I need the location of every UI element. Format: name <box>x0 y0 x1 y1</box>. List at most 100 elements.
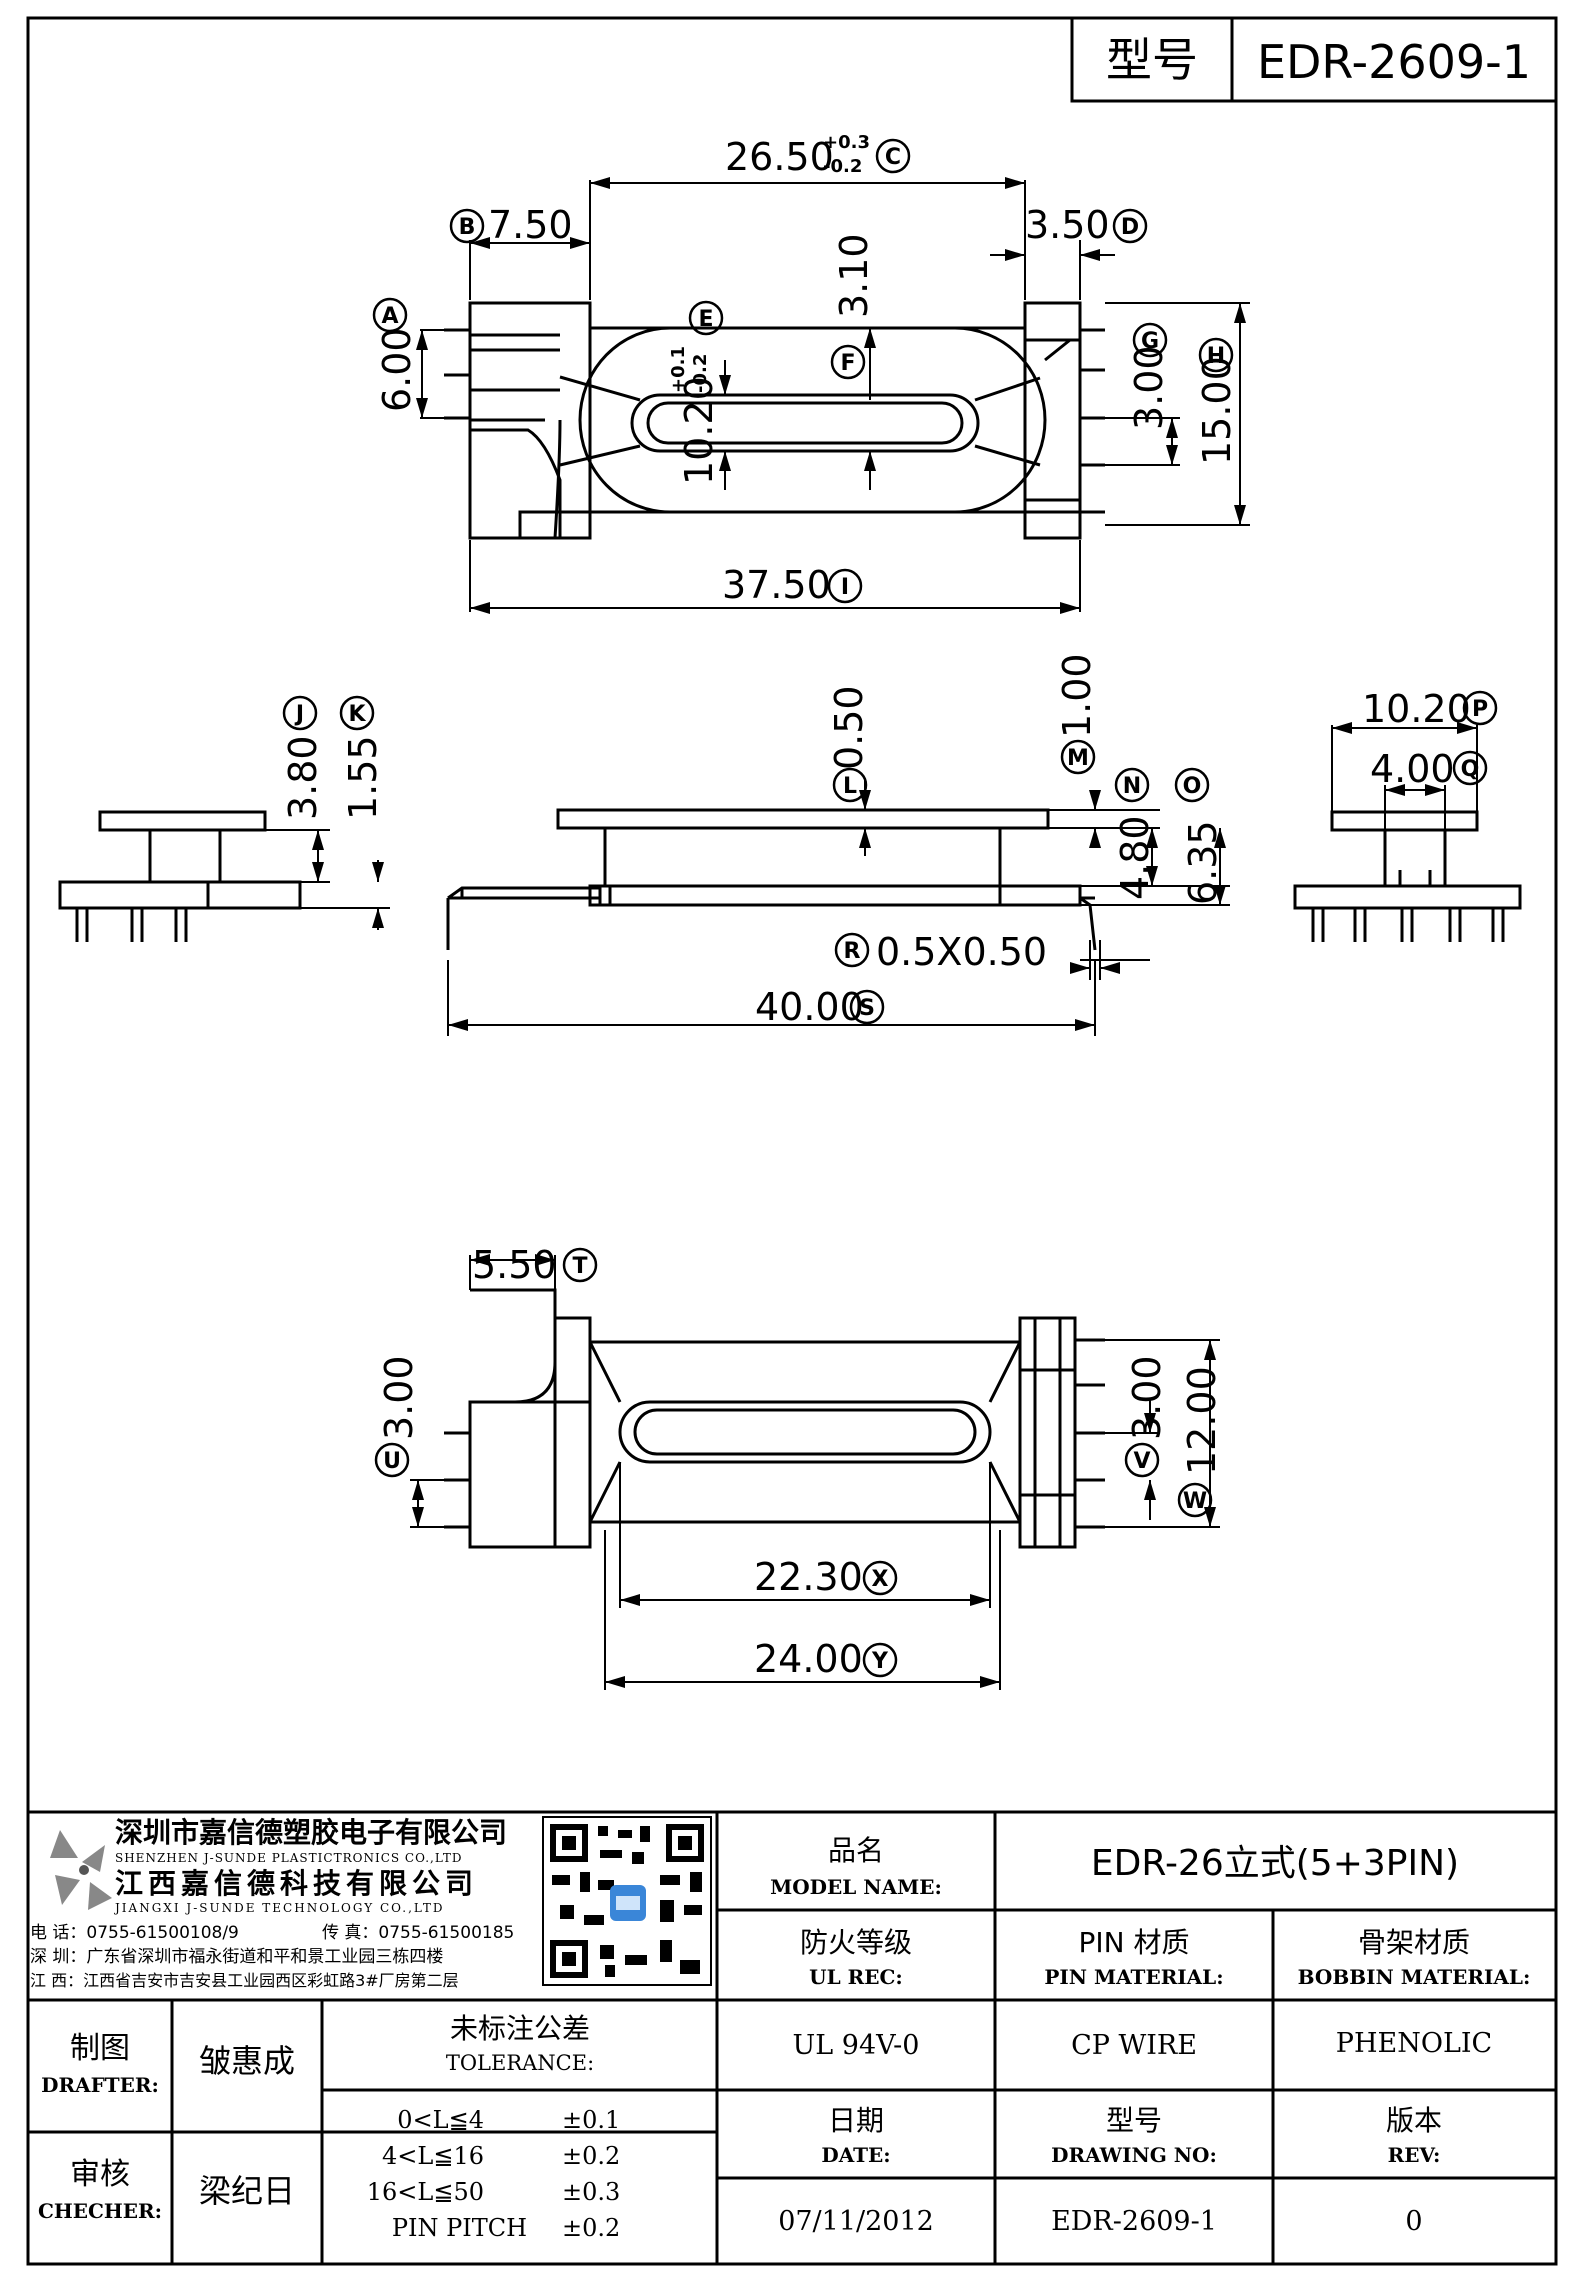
svg-text:X: X <box>872 1567 889 1592</box>
svg-text:江西嘉信德科技有限公司: 江西嘉信德科技有限公司 <box>115 1867 478 1900</box>
svg-text:S: S <box>859 996 875 1021</box>
svg-text:制图: 制图 <box>70 2031 130 2066</box>
bottom-view-labels: 5.50 T 3.00 U 3.00 V 12.00 W 22.30 X 24.… <box>374 1243 1224 1681</box>
tolerance-table: 0<L≦4 ±0.1 4<L≦16 ±0.2 16<L≦50 ±0.3 PIN … <box>367 2106 621 2242</box>
svg-text:Q: Q <box>1461 757 1480 782</box>
svg-text:Y: Y <box>871 1649 889 1674</box>
top-view-labels: 26.50 +0.3 -0.2 C B 7.50 3.50 D 3.10 A 6… <box>372 132 1239 607</box>
qr-code <box>542 1816 712 1986</box>
svg-text:10.20: 10.20 <box>677 376 721 485</box>
svg-text:26.50: 26.50 <box>725 135 834 179</box>
svg-text:I: I <box>841 575 849 600</box>
svg-text:PIN PITCH: PIN PITCH <box>392 2214 527 2242</box>
svg-text:6.00: 6.00 <box>375 327 419 412</box>
svg-text:1.00: 1.00 <box>1055 653 1099 738</box>
svg-text:江 西：江西省吉安市吉安县工业园西区彩虹路3#厂房第二层: 江 西：江西省吉安市吉安县工业园西区彩虹路3#厂房第二层 <box>30 1971 459 1990</box>
svg-text:EDR-26立式(5+3PIN): EDR-26立式(5+3PIN) <box>1091 1843 1459 1884</box>
svg-text:4.80: 4.80 <box>1113 815 1157 900</box>
svg-text:DRAFTER:: DRAFTER: <box>41 2073 159 2097</box>
company-logo <box>50 1830 112 1910</box>
svg-text:审核: 审核 <box>70 2157 130 2192</box>
top-view-dims <box>416 177 1250 614</box>
svg-text:TOLERANCE:: TOLERANCE: <box>446 2051 594 2075</box>
svg-text:PIN 材质: PIN 材质 <box>1079 1926 1190 1959</box>
svg-text:+0.1: +0.1 <box>668 346 689 393</box>
drafter-cells: 制图 DRAFTER: 皱惠成 审核 CHECHER: 梁纪日 未标注公差 TO… <box>38 2012 620 2242</box>
svg-text:E: E <box>698 307 713 332</box>
sheet-border <box>26 16 1558 2266</box>
svg-text:16<L≦50: 16<L≦50 <box>367 2178 484 2206</box>
svg-text:日期: 日期 <box>828 2104 884 2137</box>
svg-text:JIANGXI J-SUNDE TECHNOLOGY CO.: JIANGXI J-SUNDE TECHNOLOGY CO.,LTD <box>113 1901 445 1915</box>
svg-text:PIN MATERIAL:: PIN MATERIAL: <box>1044 1965 1223 1989</box>
svg-text:BOBBIN MATERIAL:: BOBBIN MATERIAL: <box>1298 1965 1531 1989</box>
svg-text:品名: 品名 <box>828 1834 884 1867</box>
svg-text:3.00: 3.00 <box>1127 345 1171 430</box>
svg-text:-0.2: -0.2 <box>823 156 862 177</box>
svg-text:DATE:: DATE: <box>821 2143 890 2167</box>
svg-text:3.80: 3.80 <box>281 735 325 820</box>
svg-text:3.10: 3.10 <box>832 233 876 318</box>
svg-text:皱惠成: 皱惠成 <box>199 2042 295 2080</box>
svg-text:37.50: 37.50 <box>722 563 831 607</box>
svg-text:10.20: 10.20 <box>1362 687 1471 731</box>
svg-text:15.00: 15.00 <box>1195 356 1239 465</box>
svg-text:W: W <box>1183 1489 1207 1514</box>
front-side-view <box>446 808 1097 951</box>
svg-text:骨架材质: 骨架材质 <box>1358 1926 1470 1959</box>
header-box: 型号 EDR-2609-1 <box>1070 16 1558 103</box>
svg-text:D: D <box>1121 215 1139 240</box>
svg-text:±0.1: ±0.1 <box>562 2106 620 2134</box>
svg-text:深 圳：广东省深圳市福永街道和平和景工业园三栋四楼: 深 圳：广东省深圳市福永街道和平和景工业园三栋四楼 <box>30 1947 443 1967</box>
svg-text:V: V <box>1133 1449 1150 1474</box>
svg-text:L: L <box>843 774 857 799</box>
svg-text:+0.3: +0.3 <box>823 132 870 153</box>
svg-text:A: A <box>381 304 398 329</box>
svg-text:07/11/2012: 07/11/2012 <box>778 2206 934 2237</box>
svg-text:22.30: 22.30 <box>754 1555 863 1599</box>
svg-text:防火等级: 防火等级 <box>800 1926 912 1959</box>
svg-text:0.50: 0.50 <box>827 685 871 770</box>
svg-text:传 真：0755-61500185: 传 真：0755-61500185 <box>322 1923 514 1943</box>
svg-text:PHENOLIC: PHENOLIC <box>1336 2028 1492 2059</box>
svg-text:C: C <box>885 145 901 170</box>
bottom-view-dims <box>410 1254 1220 1690</box>
left-side-labels: J K 3.80 1.55 <box>281 695 385 820</box>
svg-text:深圳市嘉信德塑胶电子有限公司: 深圳市嘉信德塑胶电子有限公司 <box>115 1816 507 1849</box>
end-view-dims <box>1331 722 1478 830</box>
bottom-view <box>444 1288 1105 1549</box>
end-view <box>1293 810 1522 942</box>
svg-text:0.5X0.50: 0.5X0.50 <box>876 930 1047 974</box>
svg-text:版本: 版本 <box>1386 2104 1442 2137</box>
svg-text:未标注公差: 未标注公差 <box>450 2012 590 2045</box>
svg-text:CHECHER:: CHECHER: <box>38 2199 162 2223</box>
svg-text:6.35: 6.35 <box>1181 820 1225 905</box>
svg-text:5.50: 5.50 <box>472 1243 557 1287</box>
svg-text:N: N <box>1123 774 1141 799</box>
svg-text:±0.3: ±0.3 <box>562 2178 620 2206</box>
header-label: 型号 <box>1106 33 1198 87</box>
svg-text:0: 0 <box>1405 2206 1422 2237</box>
svg-text:REV:: REV: <box>1388 2143 1441 2167</box>
svg-text:梁纪日: 梁纪日 <box>199 2172 295 2210</box>
svg-text:CP WIRE: CP WIRE <box>1071 2030 1197 2061</box>
front-side-labels: 0.50 L 1.00 M N O 4.80 6.35 R 0.5X0.50 4… <box>755 653 1225 1029</box>
svg-text:3.00: 3.00 <box>377 1355 421 1440</box>
svg-text:DRAWING NO:: DRAWING NO: <box>1051 2143 1217 2167</box>
title-cells: 品名 MODEL NAME: EDR-26立式(5+3PIN) 防火等级 UL … <box>770 1834 1530 2237</box>
front-side-dims <box>447 780 1230 1036</box>
top-view <box>444 301 1105 540</box>
svg-text:B: B <box>459 215 476 240</box>
svg-text:UL 94V-0: UL 94V-0 <box>793 2030 920 2061</box>
left-side-dims <box>265 829 390 930</box>
svg-text:J: J <box>294 702 304 727</box>
svg-text:F: F <box>840 351 855 376</box>
svg-text:40.00: 40.00 <box>755 985 864 1029</box>
svg-text:3.50: 3.50 <box>1025 203 1110 247</box>
left-side-view <box>58 810 302 942</box>
svg-text:P: P <box>1472 697 1488 722</box>
svg-text:MODEL NAME:: MODEL NAME: <box>770 1875 942 1899</box>
svg-text:型号: 型号 <box>1106 2104 1162 2137</box>
svg-text:M: M <box>1067 746 1089 771</box>
svg-text:0<L≦4: 0<L≦4 <box>397 2106 484 2134</box>
